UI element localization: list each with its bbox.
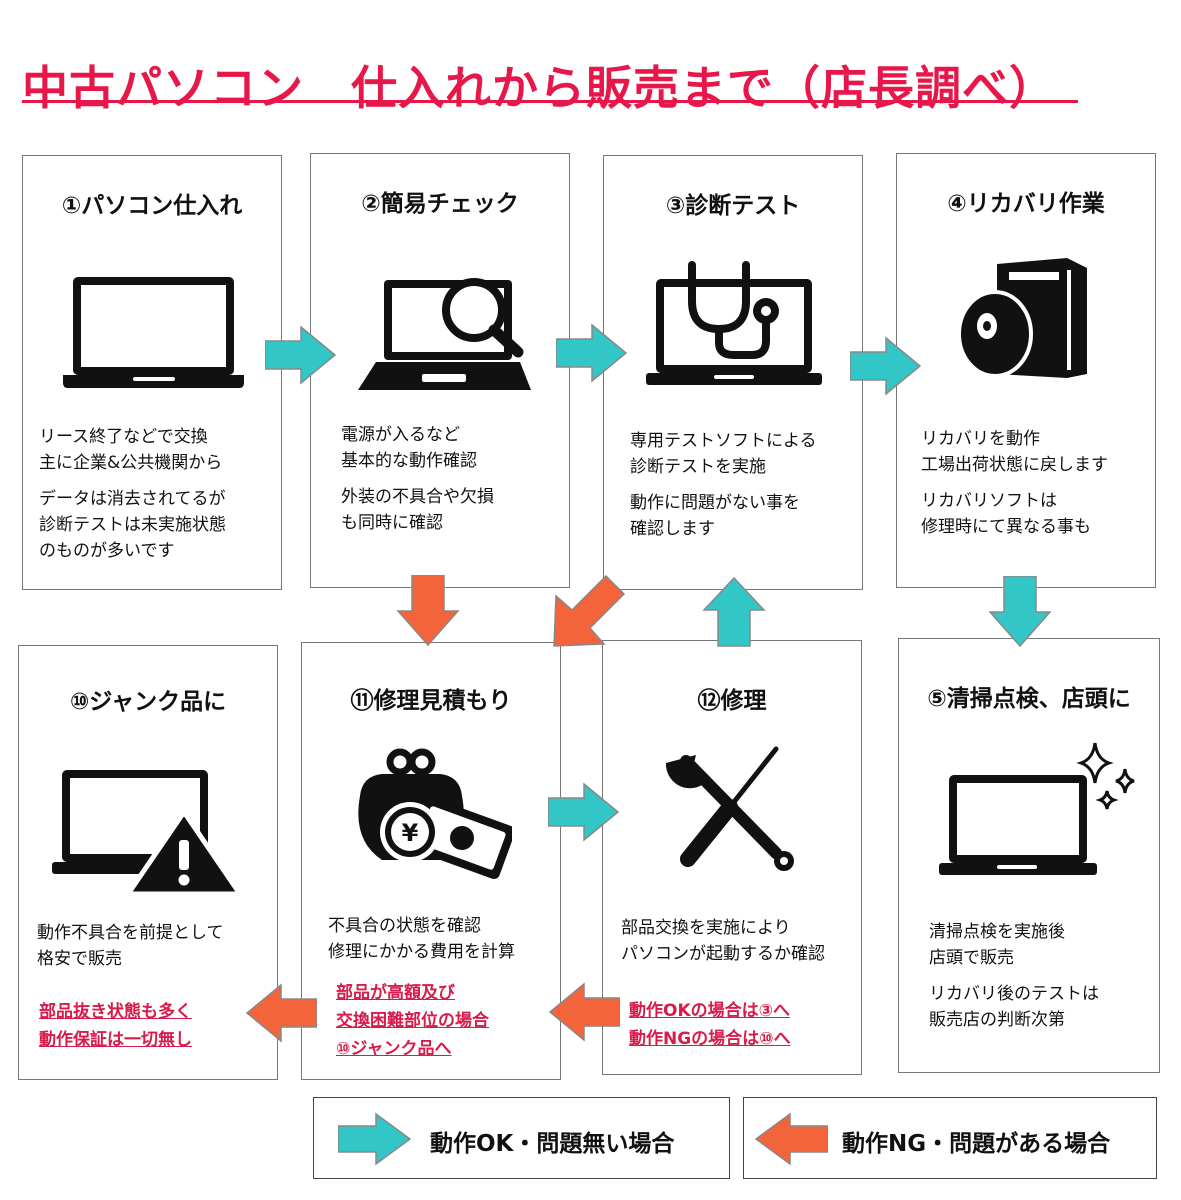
ok-arrow-icon <box>338 1112 412 1166</box>
ok-arrow-11-to-12 <box>548 782 620 842</box>
step-note: 動作OKの場合は③へ 動作NGの場合は⑩へ <box>629 1001 791 1049</box>
step-note: 部品が高額及び 交換困難部位の場合 ⑩ジャンク品へ <box>336 983 489 1059</box>
step-description: 清掃点検を実施後 店頭で販売 リカバリ後のテストは 販売店の判断次第 <box>929 922 1099 1030</box>
step-note: 部品抜き状態も多く 動作保証は一切無し <box>39 1002 192 1050</box>
step-description: 動作不具合を前提として 格安で販売 <box>37 923 224 969</box>
step-card-12: ⑫修理 部品交換を実施により パソコンが起動するか確認 動作OKの場合は③へ 動… <box>602 640 862 1075</box>
step-card-3: ③診断テスト 専用テストソフトによる 診断テストを実施 動作に問題がない事を 確… <box>603 155 863 590</box>
step-description: 部品交換を実施により パソコンが起動するか確認 <box>621 918 825 964</box>
step-title: ①パソコン仕入れ <box>61 193 243 219</box>
purse-yen-icon: ¥ <box>358 748 512 880</box>
step-description: リカバリを動作 工場出荷状態に戻します リカバリソフトは 修理時にて異なる事も <box>921 429 1108 537</box>
laptop-icon <box>63 277 244 388</box>
step-card-1: ①パソコン仕入れ リース終了などで交換 主に企業&公共機関から データは消去され… <box>22 155 282 590</box>
step-description: リース終了などで交換 主に企業&公共機関から データは消去されてるが 診断テスト… <box>39 427 226 561</box>
title-underline <box>22 100 1078 103</box>
ok-arrow-3-to-4 <box>850 336 922 396</box>
step-title: ⑤清掃点検、店頭に <box>927 686 1131 712</box>
step-title: ⑫修理 <box>697 688 767 714</box>
step-card-4: ④リカバリ作業 リカバリを動作 工場出荷状態に戻します リカバリソフトは 修理時… <box>896 153 1156 588</box>
stethoscope-monitor-icon <box>646 261 822 385</box>
ok-arrow-4-to-5 <box>988 576 1052 648</box>
ng-arrow-3-to-11 <box>553 574 626 647</box>
sparkling-laptop-icon <box>939 742 1135 875</box>
disc-tower-icon <box>957 258 1087 378</box>
laptop-warning-icon <box>52 770 243 896</box>
wrench-screwdriver-icon <box>665 746 794 871</box>
legend-ok: 動作OK・問題無い場合 <box>313 1097 730 1179</box>
step-description: 専用テストソフトによる 診断テストを実施 動作に問題がない事を 確認します <box>630 431 817 539</box>
step-title: ②簡易チェック <box>361 191 519 217</box>
ng-arrow-11-to-10 <box>245 983 317 1043</box>
laptop-magnifier-icon <box>358 278 531 390</box>
ok-arrow-1-to-2 <box>265 325 337 385</box>
step-title: ⑩ジャンク品に <box>69 689 227 715</box>
ok-arrow-2-to-3 <box>556 323 628 383</box>
step-card-11: ⑪修理見積もり ¥ 不具合の状態を確認 修理にかかる費用を計算 部品が高額及び … <box>301 642 561 1080</box>
step-title: ④リカバリ作業 <box>947 191 1105 217</box>
step-card-5: ⑤清掃点検、店頭に 清掃点検を実施後 店頭で販売 リカバリ後のテストは 販売店の… <box>898 638 1160 1073</box>
step-description: 不具合の状態を確認 修理にかかる費用を計算 <box>328 916 515 962</box>
step-card-2: ②簡易チェック 電源が入るなど 基本的な動作確認 外装の不具合や欠損 も同時に確… <box>310 153 570 588</box>
step-card-10: ⑩ジャンク品に 動作不具合を前提として 格安で販売 部品抜き状態も多く 動作保証… <box>18 645 278 1080</box>
page-title: 中古パソコン 仕入れから販売まで（店長調べ） <box>22 61 1056 115</box>
legend-ok-label: 動作OK・問題無い場合 <box>430 1131 675 1157</box>
ng-arrow-12-to-11 <box>548 982 620 1042</box>
step-title: ③診断テスト <box>665 193 801 219</box>
ng-arrow-icon <box>754 1112 828 1166</box>
step-description: 電源が入るなど 基本的な動作確認 外装の不具合や欠損 も同時に確認 <box>341 425 494 533</box>
svg-text:¥: ¥ <box>402 819 419 847</box>
step-title: ⑪修理見積もり <box>350 688 512 714</box>
ok-arrow-12-to-3 <box>702 576 766 647</box>
ng-arrow-2-to-11 <box>396 575 460 647</box>
legend-ng-label: 動作NG・問題がある場合 <box>842 1131 1111 1157</box>
legend-ng: 動作NG・問題がある場合 <box>743 1097 1157 1179</box>
